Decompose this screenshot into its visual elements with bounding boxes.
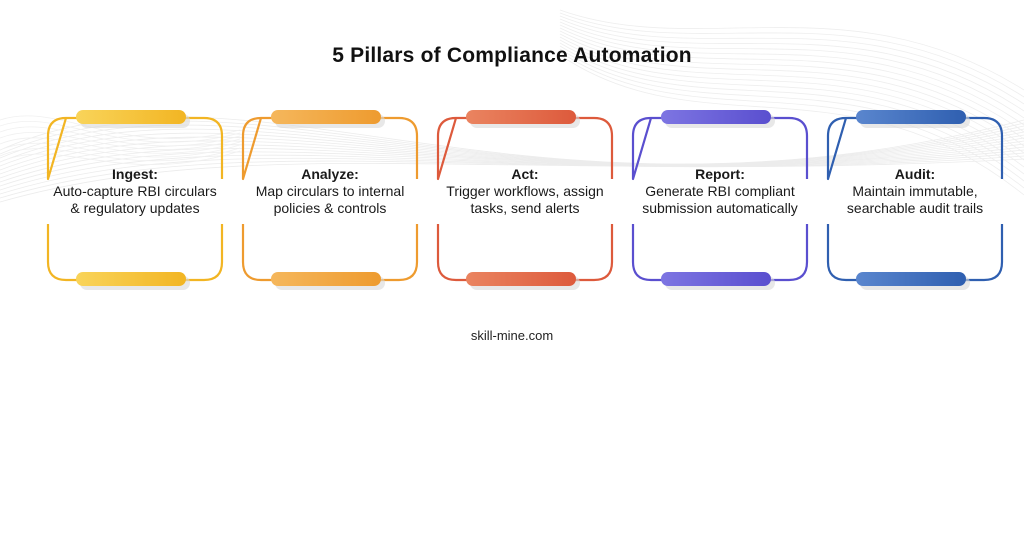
pillar-frame (436, 110, 614, 290)
pillar-capsule (76, 110, 186, 124)
pillar-capsule (856, 272, 966, 286)
pillar-frame (826, 110, 1004, 290)
pillar-description: Map circulars to internal policies & con… (255, 183, 405, 216)
pillar-act: Act: Trigger workflows, assign tasks, se… (430, 104, 620, 294)
pillar-description: Generate RBI compliant submission automa… (642, 183, 798, 216)
pillar-capsule (661, 110, 771, 124)
pillar-description: Trigger workflows, assign tasks, send al… (446, 183, 604, 216)
pillar-ingest: Ingest: Auto-capture RBI circulars & reg… (40, 104, 230, 294)
pillar-capsule (466, 110, 576, 124)
pillar-frame (631, 110, 809, 290)
pillar-audit: Audit: Maintain immutable, searchable au… (820, 104, 1010, 294)
footer-source-url: skill-mine.com (470, 328, 554, 343)
pillar-capsule (271, 272, 381, 286)
pillar-frame (46, 110, 224, 290)
pillar-title: Report: (695, 166, 745, 182)
pillar-capsule (76, 272, 186, 286)
pillar-analyze: Analyze: Map circulars to internal polic… (235, 104, 425, 294)
pillar-title: Audit: (894, 166, 936, 182)
pillar-title: Act: (511, 166, 539, 182)
pillar-title: Ingest: (112, 166, 158, 182)
pillar-title: Analyze: (301, 166, 359, 182)
pillar-capsule (856, 110, 966, 124)
pillar-report: Report: Generate RBI compliant submissio… (625, 104, 815, 294)
diagram-title: 5 Pillars of Compliance Automation (332, 44, 692, 67)
pillar-capsule (466, 272, 576, 286)
pillar-description: Maintain immutable, searchable audit tra… (846, 183, 984, 216)
pillar-description: Auto-capture RBI circulars & regulatory … (53, 183, 217, 216)
pillar-frame (241, 110, 419, 290)
pillar-capsule (661, 272, 771, 286)
pillar-capsule (271, 110, 381, 124)
